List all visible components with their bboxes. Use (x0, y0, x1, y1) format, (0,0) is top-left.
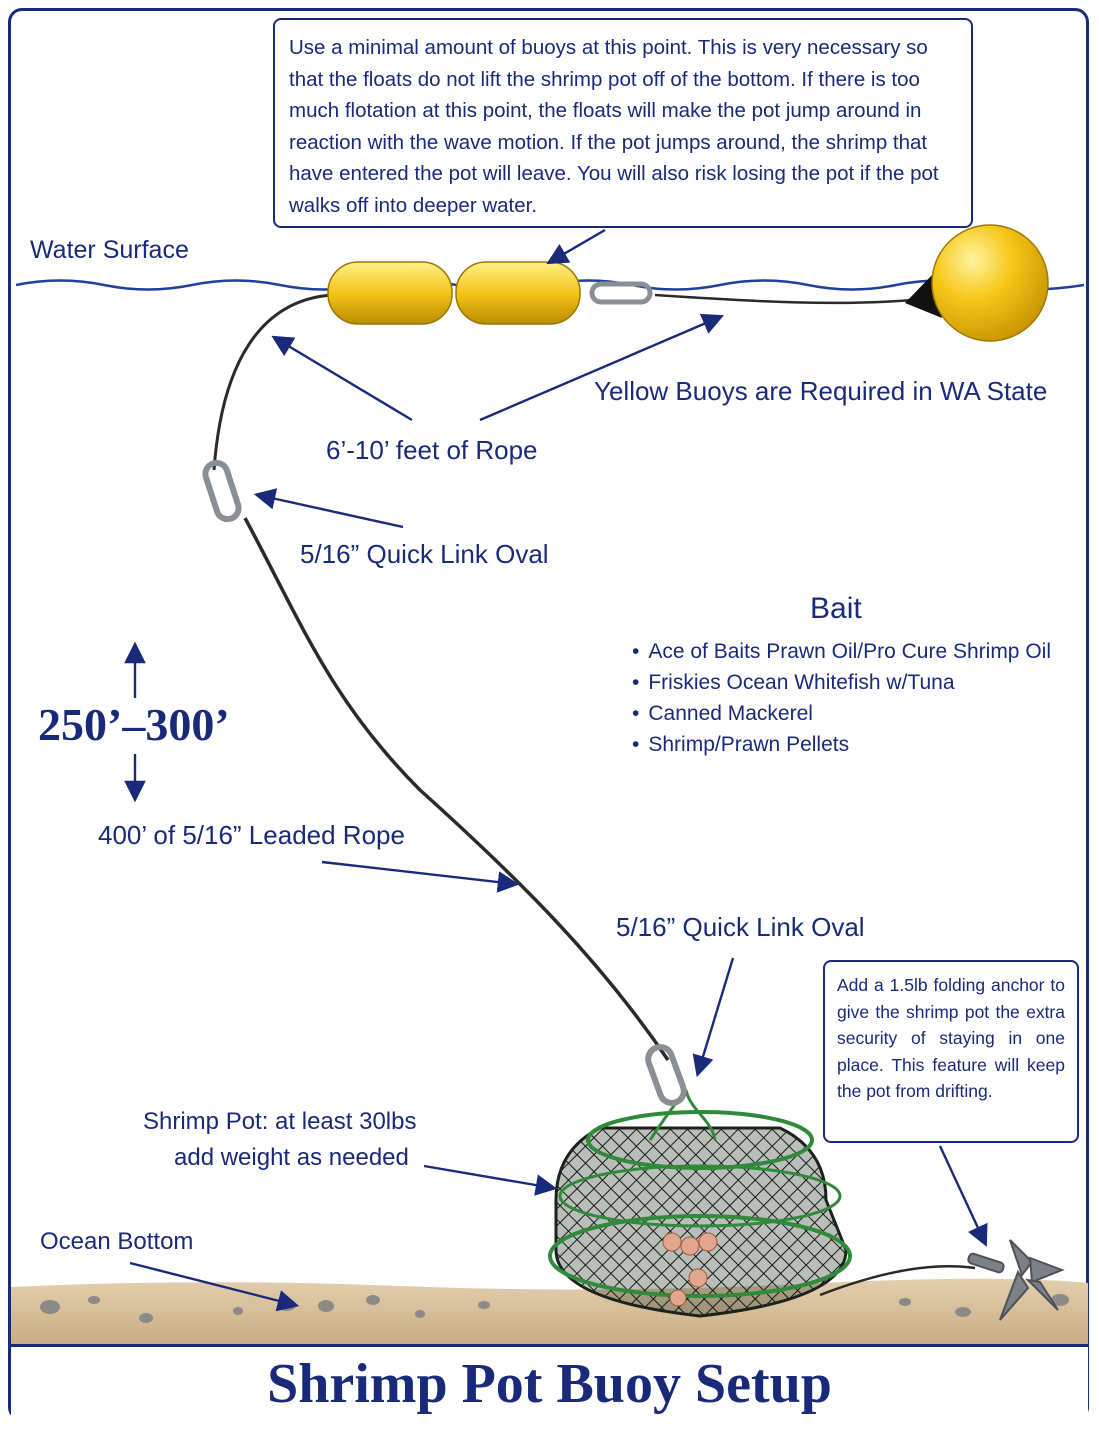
shrimp-pot (548, 1089, 852, 1318)
leaded-rope-label: 400’ of 5/16” Leaded Rope (98, 820, 405, 850)
callout-folding-anchor-text: Add a 1.5lb folding anchor to give the s… (837, 975, 1065, 1101)
callout-minimal-buoys-text: Use a minimal amount of buoys at this po… (289, 36, 939, 217)
buoy-tether-rope (654, 293, 913, 305)
bait-title: Bait (810, 592, 862, 625)
callout-folding-anchor: Add a 1.5lb folding anchor to give the s… (823, 960, 1079, 1143)
anchor-rope (819, 1265, 976, 1297)
arrow-ocean-bottom (129, 1261, 300, 1312)
callout-minimal-buoys: Use a minimal amount of buoys at this po… (273, 18, 973, 228)
quick-link-lower (645, 1044, 687, 1106)
yellow-buoys-label: Yellow Buoys are Required in WA State (594, 376, 1048, 406)
arrow-leaded-rope (321, 860, 520, 893)
arrow-quick-link-lower (692, 957, 735, 1078)
depth-label: 250’–300’ (38, 699, 230, 750)
ocean-bottom-sand (11, 1278, 1088, 1344)
shrimp-pot-label-line1: Shrimp Pot: at least 30lbs (143, 1108, 417, 1135)
leaded-rope (243, 517, 670, 1061)
arrow-to-floats (546, 228, 606, 265)
quick-link-upper (202, 459, 242, 523)
arrow-rope-right (479, 313, 724, 422)
yellow-marker-buoy (905, 224, 1049, 342)
bait-item: Friskies Ocean Whitefish w/Tuna (632, 667, 1051, 698)
water-surface-label: Water Surface (30, 236, 189, 264)
bait-item: Shrimp/Prawn Pellets (632, 729, 1051, 760)
bait-list: Ace of Baits Prawn Oil/Pro Cure Shrimp O… (632, 636, 1051, 760)
bait-item: Canned Mackerel (632, 698, 1051, 729)
rope-length-label: 6’-10’ feet of Rope (326, 435, 538, 465)
quick-link-upper-label: 5/16” Quick Link Oval (300, 539, 549, 569)
arrow-anchor (938, 1145, 988, 1247)
arrow-rope-left (271, 335, 413, 422)
arrow-quick-link-upper (253, 488, 404, 529)
ocean-bottom-label: Ocean Bottom (40, 1228, 194, 1255)
quick-link-lower-label: 5/16” Quick Link Oval (616, 912, 865, 942)
folding-anchor (967, 1239, 1065, 1321)
title-bar (11, 1344, 1088, 1421)
pointer-arrows (124, 228, 988, 1312)
diagram-title: Shrimp Pot Buoy Setup (267, 1353, 832, 1415)
short-rope-upper (212, 293, 333, 471)
float-right (455, 261, 581, 325)
bait-item: Ace of Baits Prawn Oil/Pro Cure Shrimp O… (632, 636, 1051, 667)
float-left (327, 261, 453, 325)
shrimp-pot-label-line2: add weight as needed (174, 1144, 409, 1171)
float-quick-link (589, 281, 653, 305)
arrow-shrimp-pot (423, 1164, 558, 1196)
